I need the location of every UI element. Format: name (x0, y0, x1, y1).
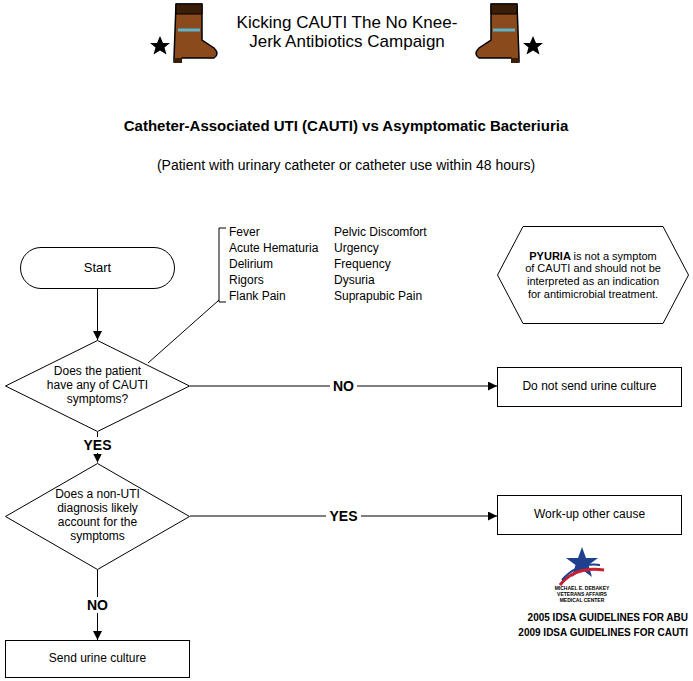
star-icon (150, 36, 170, 55)
process-box: Send urine culture (5, 640, 190, 678)
boot-icon (476, 4, 519, 63)
decision-diamond: Does a non-UTI diagnosis likely account … (5, 463, 190, 570)
label-text: (Patient with urinary catheter or cathet… (157, 158, 535, 173)
node-text-wrap: Do not send urine culture (503, 380, 676, 394)
label-text: Urgency (334, 242, 379, 255)
boot-icon (174, 4, 217, 63)
label-text: MEDICAL CENTER (560, 598, 605, 604)
label-text: Catheter-Associated UTI (CAUTI) vs Asymp… (124, 118, 569, 135)
node-text: Send urine culture (49, 651, 146, 665)
leader-line (148, 300, 219, 363)
node-text-wrap: PYURIAis not a symptom of CAUTI and shou… (525, 250, 661, 301)
label-text: MICHAEL E. DEBAKEY (555, 586, 610, 592)
label-text: Delirium (229, 258, 273, 271)
label-text: Fever (229, 226, 260, 239)
label-text: Rigors (229, 274, 264, 287)
label-text: Dysuria (334, 274, 375, 287)
star-icon (523, 36, 543, 55)
node-text: Start (84, 260, 111, 275)
node-text-wrap: Work-up other cause (503, 508, 676, 522)
node-text: Does the patient have any of CAUTI sympt… (47, 364, 148, 406)
label-text: 2009 IDSA GUIDELINES FOR CAUTI (518, 627, 688, 638)
node-text: PYURIA (529, 250, 571, 262)
label-text: Acute Hematuria (229, 242, 318, 255)
label-text: 2005 IDSA GUIDELINES FOR ABU (528, 612, 688, 623)
node-text: Do not send urine culture (522, 379, 656, 393)
label-text: Pelvic Discomfort (334, 226, 427, 239)
label-text: Flank Pain (229, 290, 286, 303)
node-text-wrap: Does a non-UTI diagnosis likely account … (40, 488, 155, 543)
flow-arrow (97, 289, 98, 340)
label-text: Suprapubic Pain (334, 290, 422, 303)
symptom-bracket (219, 228, 226, 302)
node-text-wrap: Does the patient have any of CAUTI sympt… (40, 365, 155, 406)
node-text: Does a non-UTI diagnosis likely account … (55, 487, 140, 542)
node-text: Work-up other cause (534, 507, 645, 521)
process-box: Work-up other cause (497, 495, 682, 535)
label-text: Frequency (334, 258, 391, 271)
node-text-wrap: Start (26, 261, 169, 276)
va-logo (560, 547, 604, 585)
edge-label: NO (330, 378, 357, 394)
start-terminal: Start (20, 247, 175, 289)
process-box: Do not send urine culture (497, 367, 682, 407)
edge-label: YES (80, 437, 114, 453)
note-hexagon: PYURIAis not a symptom of CAUTI and shou… (497, 226, 689, 324)
title-text: Kicking CAUTI The No Knee-Jerk Antibioti… (232, 14, 462, 51)
edge-label: NO (84, 597, 111, 613)
node-text-wrap: Send urine culture (11, 652, 184, 666)
edge-label: YES (326, 508, 360, 524)
label-text: VETERANS AFFAIRS (557, 592, 607, 598)
decision-diamond: Does the patient have any of CAUTI sympt… (5, 340, 190, 432)
